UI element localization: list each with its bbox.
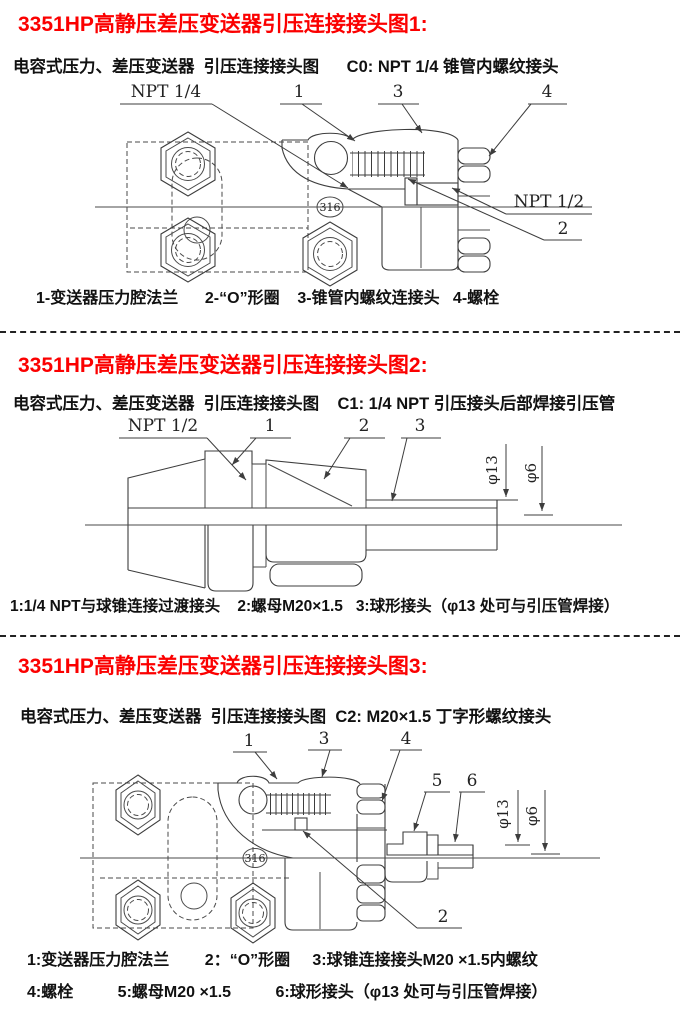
- label-2: 2: [359, 416, 370, 436]
- material-badge: 316: [316, 196, 344, 218]
- diagram-1-callouts: NPT 1/4 1 3 4 NPT 1/2 2: [120, 82, 592, 241]
- label-4: 4: [401, 729, 412, 749]
- label-6: 6: [467, 771, 478, 791]
- label-3: 3: [415, 416, 426, 436]
- label-4: 4: [542, 82, 553, 102]
- diagram-3-connector-c2: 316 1 3 4 5 6 φ13 φ6 2: [80, 729, 600, 944]
- material-badge: 316: [242, 848, 268, 868]
- label-2: 2: [558, 219, 569, 239]
- label-2: 2: [438, 907, 449, 927]
- external-view-lower: [127, 508, 497, 592]
- label-1: 1: [244, 731, 255, 751]
- dim-phi6: φ6: [522, 463, 540, 483]
- section1-subtitle: 电容式压力、差压变送器 引压连接接头图 C0: NPT 1/4 锥管内螺纹接头: [13, 58, 559, 76]
- connector-body: [281, 128, 491, 273]
- label-npt12: NPT 1/2: [128, 416, 198, 436]
- dashed-separator-1: [0, 331, 680, 333]
- section3-caption-line1: 1:变送器压力腔法兰 2：“O”形圈 3:球锥连接接头M20 ×1.5内螺纹: [27, 952, 538, 969]
- label-1: 1: [265, 416, 276, 436]
- label-npt14: NPT 1/4: [131, 82, 201, 102]
- section2-subtitle: 电容式压力、差压变送器 引压连接接头图 C1: 1/4 NPT 引压接头后部焊接…: [13, 395, 616, 413]
- dashed-separator-2: [0, 635, 680, 637]
- diagram-2-connector-c1: NPT 1/2 1 2 3 φ13 φ6: [85, 416, 622, 592]
- flange-bolts: [160, 131, 358, 287]
- diagram-2-callouts: NPT 1/2 1 2 3 φ13 φ6: [119, 416, 553, 516]
- diagram-3-callouts: 1 3 4 5 6 φ13 φ6 2: [233, 729, 560, 929]
- label-1: 1: [294, 82, 305, 102]
- diagram-1-connector-c0: 316 NPT 1/4 1 3 4 NPT 1/2 2: [95, 82, 592, 287]
- section1-caption: 1-变送器压力腔法兰 2-“O”形圈 3-锥管内螺纹连接头 4-螺栓: [36, 290, 500, 307]
- label-npt12: NPT 1/2: [514, 192, 584, 212]
- section3-subtitle: 电容式压力、差压变送器 引压连接接头图 C2: M20×1.5 丁字形螺纹接头: [20, 708, 552, 726]
- steel-grade-label: 316: [320, 201, 341, 214]
- section2-heading: 3351HP高静压差压变送器引压连接接头图2:: [18, 354, 428, 377]
- dim-phi13: φ13: [483, 455, 501, 485]
- steel-grade-label: 316: [245, 852, 266, 865]
- dim-phi6: φ6: [523, 806, 541, 826]
- label-3: 3: [393, 82, 404, 102]
- section2-caption: 1:1/4 NPT与球锥连接过渡接头 2:螺母M20×1.5 3:球形接头（φ1…: [10, 598, 620, 615]
- label-5: 5: [432, 771, 443, 791]
- connector-body: [217, 775, 387, 931]
- section3-heading: 3351HP高静压差压变送器引压连接接头图3:: [18, 655, 428, 678]
- nut-and-ball-tube: [384, 831, 474, 883]
- section3-caption-line2: 4:螺栓 5:螺母M20 ×1.5 6:球形接头（φ13 处可与引压管焊接）: [27, 984, 548, 1001]
- cross-section-upper: [127, 450, 498, 550]
- flange-bolts: [115, 774, 276, 944]
- section1-heading: 3351HP高静压差压变送器引压连接接头图1:: [18, 13, 428, 36]
- label-3: 3: [319, 729, 330, 749]
- dim-phi13: φ13: [494, 799, 512, 829]
